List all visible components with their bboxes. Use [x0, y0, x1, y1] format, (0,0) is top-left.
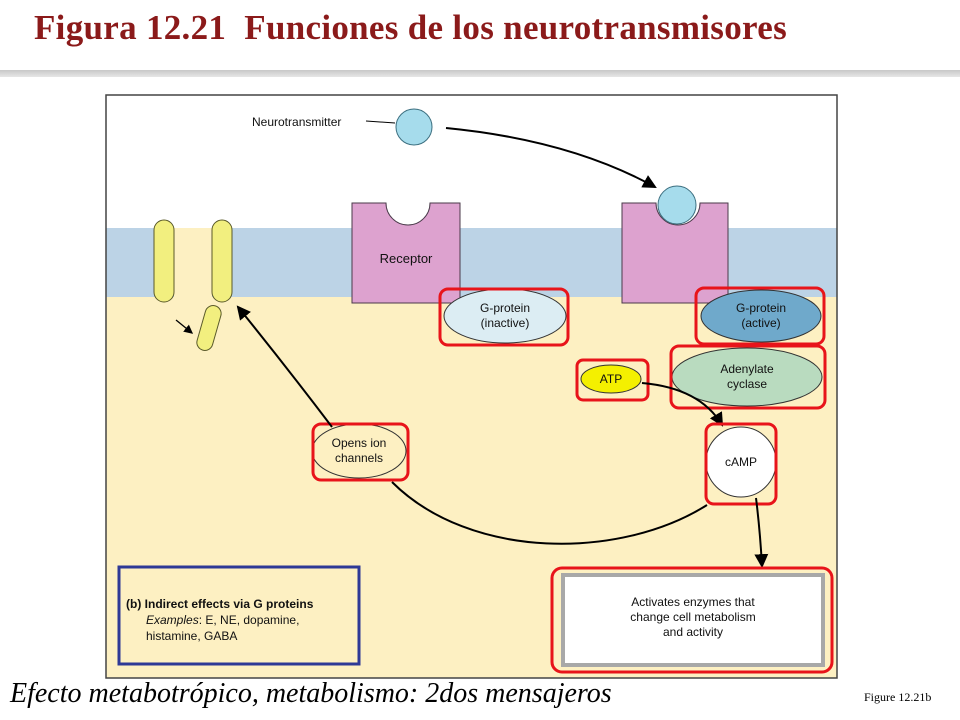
- figure-reference: Figure 12.21b: [864, 690, 932, 704]
- highlight-g-protein-active: [694, 286, 826, 346]
- highlight-adenylate-cyclase: [669, 344, 827, 410]
- neurotransmitter-pointer: [365, 120, 396, 124]
- ion-channels-label-1: Opens ion: [332, 436, 387, 450]
- receptor-label: Receptor: [380, 251, 433, 266]
- atp-to-camp-arrow: [641, 382, 724, 427]
- g-protein-active-label-1: G-protein: [736, 301, 786, 315]
- g-protein-active-label-2: (active): [741, 316, 780, 330]
- receptor-bound: [621, 202, 729, 304]
- legend-examples: Examples: E, NE, dopamine,: [146, 613, 299, 627]
- highlight-camp: [704, 422, 778, 506]
- legend-examples-label: Examples: [146, 613, 199, 627]
- legend-examples-rest: : E, NE, dopamine,: [199, 613, 300, 627]
- legend-examples-line2: histamine, GABA: [146, 629, 237, 643]
- ion-channel-right-subunit: [211, 219, 233, 303]
- g-protein-inactive-label-1: G-protein: [480, 301, 530, 315]
- binding-arrow: [445, 127, 657, 189]
- camp-to-channels-arrow: [391, 481, 708, 545]
- adenylate-cyclase-label-2: cyclase: [727, 377, 767, 391]
- enzymes-label-3: and activity: [663, 625, 723, 639]
- ion-channel-left-subunit: [153, 219, 175, 303]
- atp-label: ATP: [600, 372, 622, 386]
- highlight-g-protein-inactive: [438, 287, 570, 347]
- g-protein-inactive-label-2: (inactive): [481, 316, 530, 330]
- legend-box: [117, 565, 361, 666]
- slide-caption: Efecto metabotrópico, metabolismo: 2dos …: [10, 678, 612, 709]
- channel-pore: [174, 228, 212, 297]
- slide-title: Figura 12.21 Funciones de los neurotrans…: [34, 8, 787, 47]
- atp-molecule: [580, 364, 642, 394]
- neurotransmitter-label: Neurotransmitter: [252, 115, 341, 129]
- neurotransmitter-molecule: [395, 108, 433, 146]
- diagram-frame: [105, 94, 838, 679]
- channels-to-gate-arrow: [236, 305, 333, 428]
- camp-to-enzymes-arrow: [754, 497, 769, 569]
- bound-neurotransmitter: [657, 185, 697, 225]
- gate-motion-arrow: [175, 319, 194, 334]
- enzymes-box: [561, 573, 825, 667]
- title-divider: [0, 70, 960, 77]
- enzymes-label-2: change cell metabolism: [630, 610, 755, 624]
- ion-channel-gate: [196, 305, 222, 351]
- highlight-ion-channels: [311, 422, 410, 482]
- ion-channels-label-2: channels: [335, 451, 383, 465]
- enzymes-label-1: Activates enzymes that: [631, 595, 755, 609]
- highlight-enzymes: [550, 566, 834, 674]
- receptor-unbound: [351, 202, 461, 304]
- highlight-atp: [575, 358, 650, 402]
- camp-label: cAMP: [725, 455, 757, 469]
- g-protein-active: [700, 289, 822, 343]
- legend-heading: (b) Indirect effects via G proteins: [126, 597, 314, 611]
- adenylate-cyclase-label-1: Adenylate: [720, 362, 774, 376]
